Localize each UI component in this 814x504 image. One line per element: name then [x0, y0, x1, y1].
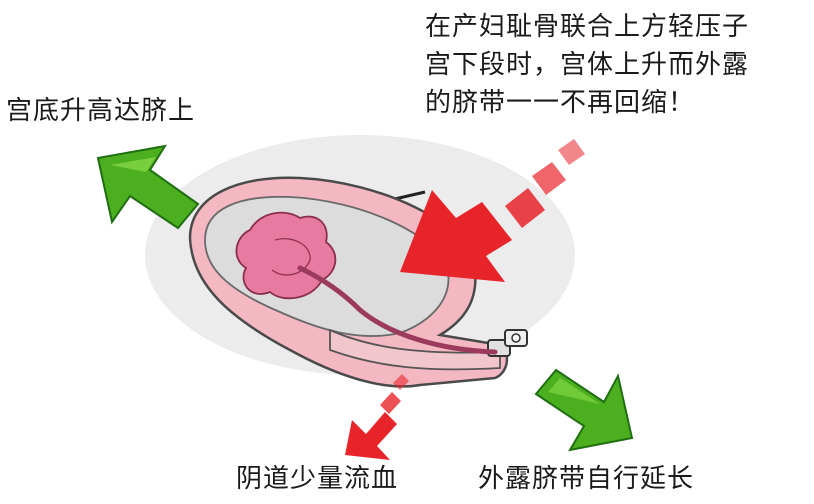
fundus-rises-label: 宫底升高达脐上	[6, 96, 196, 126]
press-instruction-line-3: 的脐带一一不再回缩！	[425, 88, 696, 118]
arrow-down-right-icon	[534, 368, 634, 452]
cord-lengthens-label: 外露脐带自行延长	[478, 464, 695, 494]
vaginal-bleeding-label: 阴道少量流血	[236, 464, 399, 494]
cervix-channel	[329, 328, 501, 371]
press-arrow-icon	[400, 139, 585, 282]
umbilical-cord	[297, 265, 498, 355]
arrow-up-left-icon	[96, 144, 200, 230]
press-instruction-text: 在产妇耻骨联合上方轻压子 宫下段时，宫体上升而外露 的脐带一一不再回缩！	[425, 8, 749, 122]
placenta	[235, 211, 337, 300]
press-instruction-line-1: 在产妇耻骨联合上方轻压子	[425, 12, 750, 42]
press-instruction-line-2: 宫下段时，宫体上升而外露	[425, 50, 750, 80]
cord-clamp-icon	[487, 329, 528, 357]
bleeding-arrow-icon	[345, 374, 409, 460]
